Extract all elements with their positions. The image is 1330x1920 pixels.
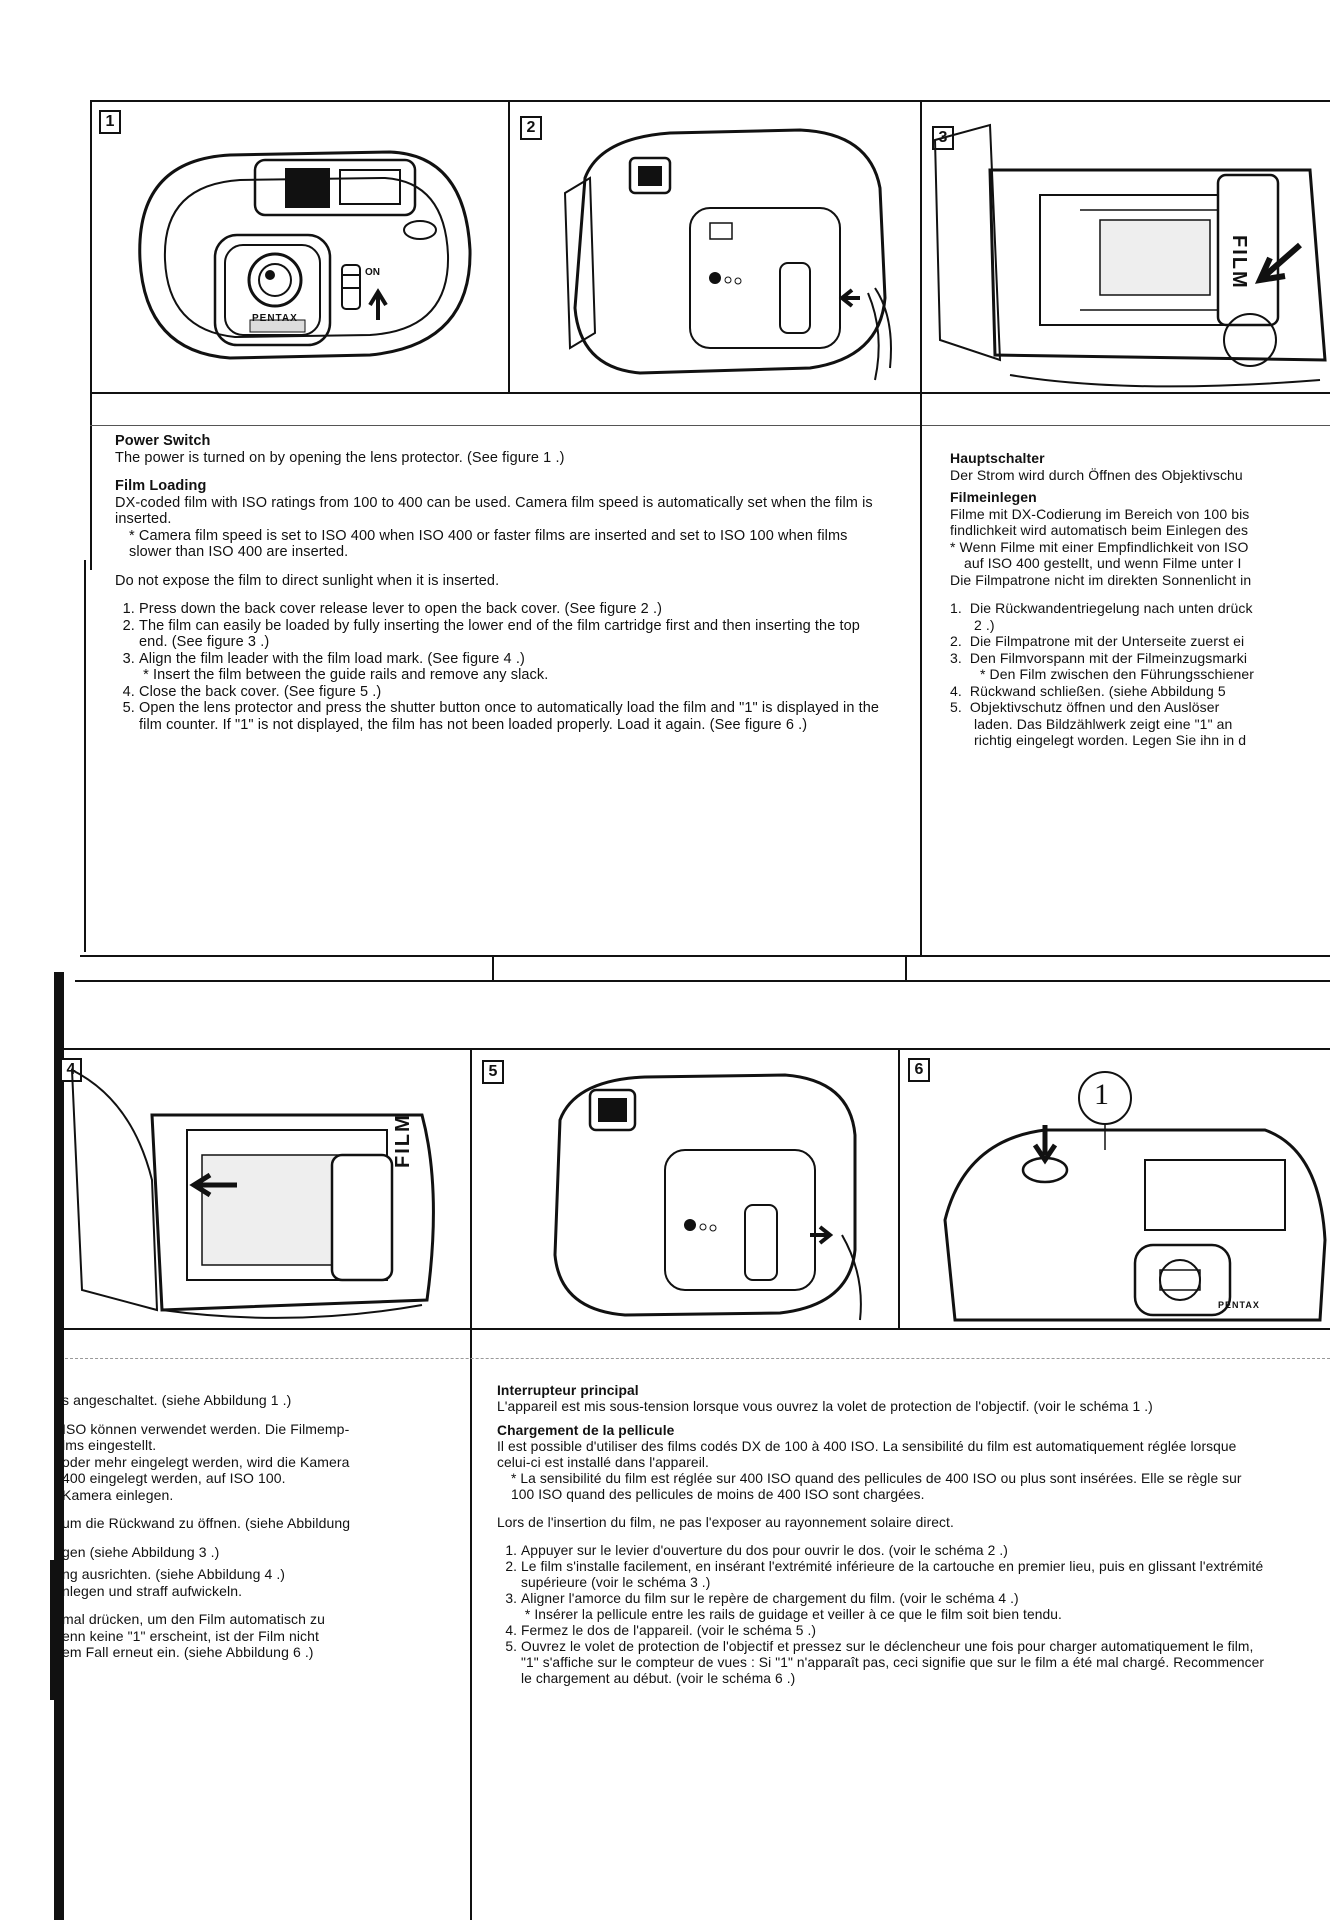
german-left-line-12: enn keine "1" erscheint, ist der Film ni… xyxy=(62,1627,320,1644)
german-left-line-8: gen (siehe Abbildung 3 .) xyxy=(62,1543,220,1560)
bottom-frame-top-border xyxy=(60,1048,1330,1050)
figure-2-label: 2 xyxy=(520,116,542,140)
german-right-step-4: 4. Rückwand schließen. (siehe Abbildung … xyxy=(950,682,1226,699)
english-power-text: The power is turned on by opening the le… xyxy=(115,449,565,466)
figure-6-counter-callout: 1 xyxy=(1094,1078,1109,1111)
french-loading-title: Chargement de la pellicule xyxy=(497,1423,675,1438)
english-section: Power Switch The power is turned on by o… xyxy=(115,433,890,733)
german-right-line-4: auf ISO 400 gestellt, und wenn Filme unt… xyxy=(964,555,1242,571)
german-left-line-6: Kamera einlegen. xyxy=(62,1486,174,1503)
german-left-section: s angeschaltet. (siehe Abbildung 1 .) IS… xyxy=(62,1392,462,1661)
top-column-divider-1 xyxy=(508,100,510,392)
german-left-line-4: oder mehr eingelegt werden, wird die Kam… xyxy=(62,1453,350,1470)
french-loading-text: Il est possible d'utiliser des films cod… xyxy=(497,1439,1237,1470)
german-left-line-11: mal drücken, um den Film automatisch zu xyxy=(62,1611,326,1627)
bottom-column-divider-2 xyxy=(898,1048,900,1328)
german-right-line-2: findlichkeit wird automatisch beim Einle… xyxy=(950,522,1249,538)
bottom-text-divider xyxy=(60,1358,1330,1359)
english-step-4: Close the back cover. (See figure 5 .) xyxy=(139,684,890,701)
english-step-2: The film can easily be loaded by fully i… xyxy=(139,618,890,651)
figure-6-label: 6 xyxy=(908,1058,930,1082)
binding-edge-mark xyxy=(50,1560,58,1700)
german-right-step-3-note: * Den Film zwischen den Führungsschiener xyxy=(980,666,1255,682)
middle-strip-top xyxy=(80,955,1330,957)
top-column-divider-2 xyxy=(920,100,922,955)
figure-3-film-cartridge-insert xyxy=(930,110,1330,390)
english-step-3-note: * Insert the film between the guide rail… xyxy=(139,667,549,683)
middle-strip-bottom xyxy=(75,980,1330,982)
top-frame-left-lower xyxy=(84,560,86,952)
german-right-step-5c: richtig eingelegt worden. Legen Sie ihn … xyxy=(974,732,1247,748)
french-power-title: Interrupteur principal xyxy=(497,1383,639,1398)
figure-3-film-text: FILM xyxy=(1228,235,1250,290)
german-left-line-13: em Fall erneut ein. (siehe Abbildung 6 .… xyxy=(62,1644,314,1660)
german-right-line-3: * Wenn Filme mit einer Empfindlichkeit v… xyxy=(950,538,1249,555)
german-left-line-10: nlegen und straff aufwickeln. xyxy=(62,1582,243,1599)
german-right-loading-title: Filmeinlegen xyxy=(950,489,1037,505)
german-right-step-2: 2. Die Filmpatrone mit der Unterseite zu… xyxy=(950,633,1245,649)
german-right-line-1: Filme mit DX-Codierung im Bereich von 10… xyxy=(950,505,1250,522)
german-right-step-1: 1. Die Rückwandentriegelung nach unten d… xyxy=(950,600,1253,616)
german-left-line-5: 400 eingelegt werden, auf ISO 100. xyxy=(62,1470,286,1486)
figure-1-camera-front xyxy=(120,130,490,380)
french-section: Interrupteur principal L'appareil est mi… xyxy=(497,1383,1267,1687)
german-left-line-3: lms eingestellt. xyxy=(62,1437,157,1453)
top-frame-top-border xyxy=(90,100,1330,102)
bottom-column-divider-1 xyxy=(470,1048,472,1920)
figure-4-film-text: FILM xyxy=(392,1113,414,1168)
french-step-3-note: * Insérer la pellicule entre les rails d… xyxy=(521,1607,1062,1622)
english-step-5: Open the lens protector and press the sh… xyxy=(139,700,890,733)
top-figure-row-bottom xyxy=(90,392,1330,394)
german-right-step-5: 5. Objektivschutz öffnen und den Auslöse… xyxy=(950,699,1220,715)
figure-6-brand: PENTAX xyxy=(1218,1300,1260,1310)
bottom-figure-row-bottom xyxy=(60,1328,1330,1330)
french-steps: Appuyer sur le levier d'ouverture du dos… xyxy=(497,1543,1267,1687)
english-steps: Press down the back cover release lever … xyxy=(115,601,890,733)
binding-edge xyxy=(54,972,64,1920)
french-step-5: Ouvrez le volet de protection de l'objec… xyxy=(521,1639,1267,1687)
english-warning: Do not expose the film to direct sunligh… xyxy=(115,572,500,589)
german-left-line-9: ng ausrichten. (siehe Abbildung 4 .) xyxy=(62,1566,286,1582)
german-right-section: Hauptschalter Der Strom wird durch Öffne… xyxy=(950,450,1330,749)
top-text-divider xyxy=(90,425,1330,426)
english-loading-title: Film Loading xyxy=(115,478,207,494)
german-right-power-text: Der Strom wird durch Öffnen des Objektiv… xyxy=(950,466,1243,483)
figure-6-shutter-press xyxy=(935,1060,1330,1325)
french-step-4: Fermez le dos de l'appareil. (voir le sc… xyxy=(521,1623,1267,1639)
french-loading-note: * La sensibilité du film est réglée sur … xyxy=(511,1471,1242,1502)
english-loading-note: * Camera film speed is set to ISO 400 wh… xyxy=(129,527,848,561)
english-power-title: Power Switch xyxy=(115,433,211,449)
french-power-text: L'appareil est mis sous-tension lorsque … xyxy=(497,1399,1153,1414)
german-right-step-5b: laden. Das Bildzählwerk zeigt eine "1" a… xyxy=(974,715,1233,732)
middle-strip-divider-2 xyxy=(905,955,907,980)
figure-1-switch-label: ON xyxy=(365,267,380,278)
french-step-3: Aligner l'amorce du film sur le repère d… xyxy=(521,1591,1267,1623)
french-warning: Lors de l'insertion du film, ne pas l'ex… xyxy=(497,1515,954,1530)
figure-1-brand: PENTAX xyxy=(252,313,298,324)
french-step-2: Le film s'installe facilement, en inséra… xyxy=(521,1559,1267,1591)
german-left-line-2: ISO können verwendet werden. Die Filmemp… xyxy=(62,1420,350,1437)
english-step-1: Press down the back cover release lever … xyxy=(139,601,890,618)
german-right-step-1b: 2 .) xyxy=(974,616,995,633)
figure-4-film-leader-align xyxy=(62,1060,462,1325)
figure-5-label: 5 xyxy=(482,1060,504,1084)
english-step-3: Align the film leader with the film load… xyxy=(139,651,890,684)
english-loading-text: DX-coded film with ISO ratings from 100 … xyxy=(115,494,873,528)
figure-2-camera-back-opening xyxy=(550,118,900,388)
top-frame-left-border xyxy=(90,100,92,570)
figure-1-label: 1 xyxy=(99,110,121,134)
middle-strip-divider-1 xyxy=(492,955,494,980)
figure-5-close-back-cover xyxy=(530,1065,880,1323)
german-left-line-1: s angeschaltet. (siehe Abbildung 1 .) xyxy=(62,1392,292,1408)
german-right-step-3: 3. Den Filmvorspann mit der Filmeinzugsm… xyxy=(950,649,1248,666)
german-left-line-7: um die Rückwand zu öffnen. (siehe Abbild… xyxy=(62,1515,351,1531)
french-step-1: Appuyer sur le levier d'ouverture du dos… xyxy=(521,1543,1267,1559)
german-right-power-title: Hauptschalter xyxy=(950,450,1045,466)
german-right-line-5: Die Filmpatrone nicht im direkten Sonnen… xyxy=(950,571,1252,588)
